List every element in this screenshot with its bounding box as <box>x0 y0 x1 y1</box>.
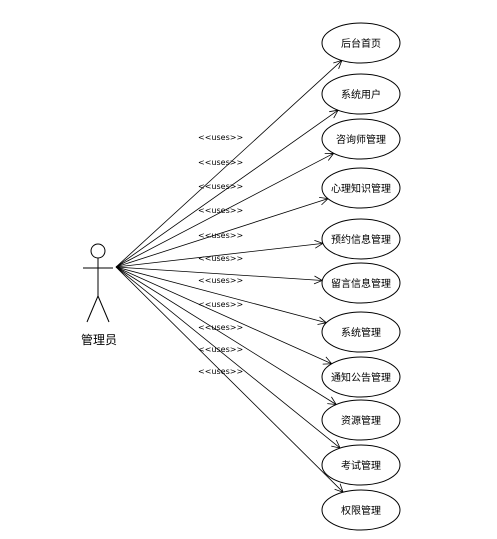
use-case-ellipse <box>321 262 401 304</box>
uses-stereotype-label: <<uses>> <box>198 345 243 354</box>
use-case: 资源管理 <box>321 399 401 441</box>
uses-stereotype-label: <<uses>> <box>198 254 243 263</box>
actor-administrator: 管理员 <box>81 243 117 347</box>
uses-stereotype-label: <<uses>> <box>198 182 243 191</box>
use-case-label: 权限管理 <box>341 504 381 517</box>
use-case-label: 预约信息管理 <box>331 233 391 246</box>
use-case-label: 资源管理 <box>341 414 381 427</box>
uses-stereotype-label: <<uses>> <box>198 133 243 142</box>
use-case-label: 考试管理 <box>341 459 381 472</box>
use-case: 系统用户 <box>321 73 401 115</box>
association-line <box>115 266 341 449</box>
use-case: 系统管理 <box>321 311 401 353</box>
use-case: 考试管理 <box>321 444 401 486</box>
use-case-ellipse <box>321 118 401 160</box>
use-case-ellipse <box>321 218 401 260</box>
uses-stereotype-label: <<uses>> <box>198 323 243 332</box>
use-case-label: 咨询师管理 <box>336 133 386 146</box>
actor-name: 管理员 <box>81 332 117 347</box>
association-line <box>115 109 339 268</box>
use-case-ellipse <box>321 489 401 531</box>
use-case-ellipse <box>321 73 401 115</box>
actor-head <box>90 243 106 259</box>
use-case: 预约信息管理 <box>321 218 401 260</box>
use-case: 权限管理 <box>321 489 401 531</box>
use-case-label: 心理知识管理 <box>331 182 391 195</box>
associations <box>115 59 344 493</box>
uses-labels: <<uses>> <<uses>> <<uses>> <<uses>> <<uses>>… <box>198 133 243 376</box>
association-line <box>115 266 323 281</box>
association-line <box>115 198 329 268</box>
use-case: 留言信息管理 <box>321 262 401 304</box>
use-case-label: 系统管理 <box>341 326 381 339</box>
use-case-ellipse <box>321 399 401 441</box>
use-case-label: 系统用户 <box>341 88 381 101</box>
use-case: 后台首页 <box>321 22 401 64</box>
association-line <box>115 266 327 324</box>
association-line <box>115 152 334 268</box>
uses-stereotype-label: <<uses>> <box>198 300 243 309</box>
use-cases: 后台首页系统用户咨询师管理心理知识管理预约信息管理留言信息管理系统管理通知公告管… <box>321 22 401 531</box>
use-case-ellipse <box>321 311 401 353</box>
use-case-label: 留言信息管理 <box>331 277 391 290</box>
use-case-ellipse <box>321 22 401 64</box>
uses-stereotype-label: <<uses>> <box>198 231 243 240</box>
use-case-label: 后台首页 <box>341 37 381 50</box>
association-line <box>115 60 343 268</box>
association-line <box>115 243 323 268</box>
use-case-ellipse <box>321 444 401 486</box>
actor-right-leg <box>97 295 110 323</box>
uses-stereotype-label: <<uses>> <box>198 206 243 215</box>
uses-stereotype-label: <<uses>> <box>198 276 243 285</box>
use-case: 咨询师管理 <box>321 118 401 160</box>
use-case-ellipse <box>321 167 401 209</box>
uses-stereotype-label: <<uses>> <box>198 367 243 376</box>
association-line <box>115 266 344 493</box>
use-case: 心理知识管理 <box>321 167 401 209</box>
association-line <box>115 266 337 405</box>
use-case-label: 通知公告管理 <box>331 371 391 384</box>
actor-left-leg <box>86 295 99 323</box>
use-case: 通知公告管理 <box>321 356 401 398</box>
association-line <box>115 266 332 365</box>
uses-stereotype-label: <<uses>> <box>198 158 243 167</box>
use-case-ellipse <box>321 356 401 398</box>
